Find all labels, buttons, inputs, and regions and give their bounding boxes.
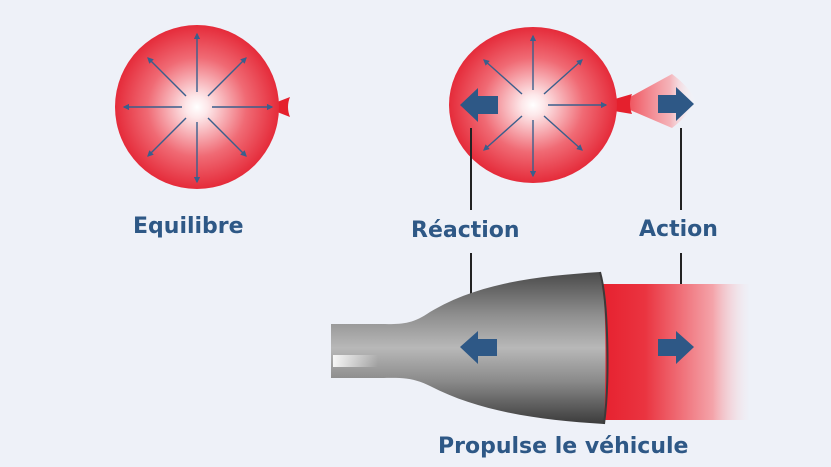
pressure-arrows <box>483 34 608 178</box>
label-propulsion: Propulse le véhicule <box>438 434 689 459</box>
action-arrow-icon <box>658 87 694 121</box>
nozzle-rim <box>599 271 609 425</box>
label-action: Action <box>639 217 718 242</box>
label-equilibrium: Equilibre <box>133 214 244 239</box>
balloon-propulsion <box>449 27 696 183</box>
pressure-arrows <box>122 32 274 184</box>
rocket-nozzle <box>331 271 750 425</box>
action-arrow-icon <box>658 331 694 364</box>
balloon-equilibrium <box>115 25 290 189</box>
balloon-knot-icon <box>272 97 290 117</box>
nozzle-throat-highlight <box>333 355 378 367</box>
label-reaction: Réaction <box>411 218 520 243</box>
reaction-arrow-icon <box>460 88 498 122</box>
reaction-arrow-icon <box>460 331 497 364</box>
